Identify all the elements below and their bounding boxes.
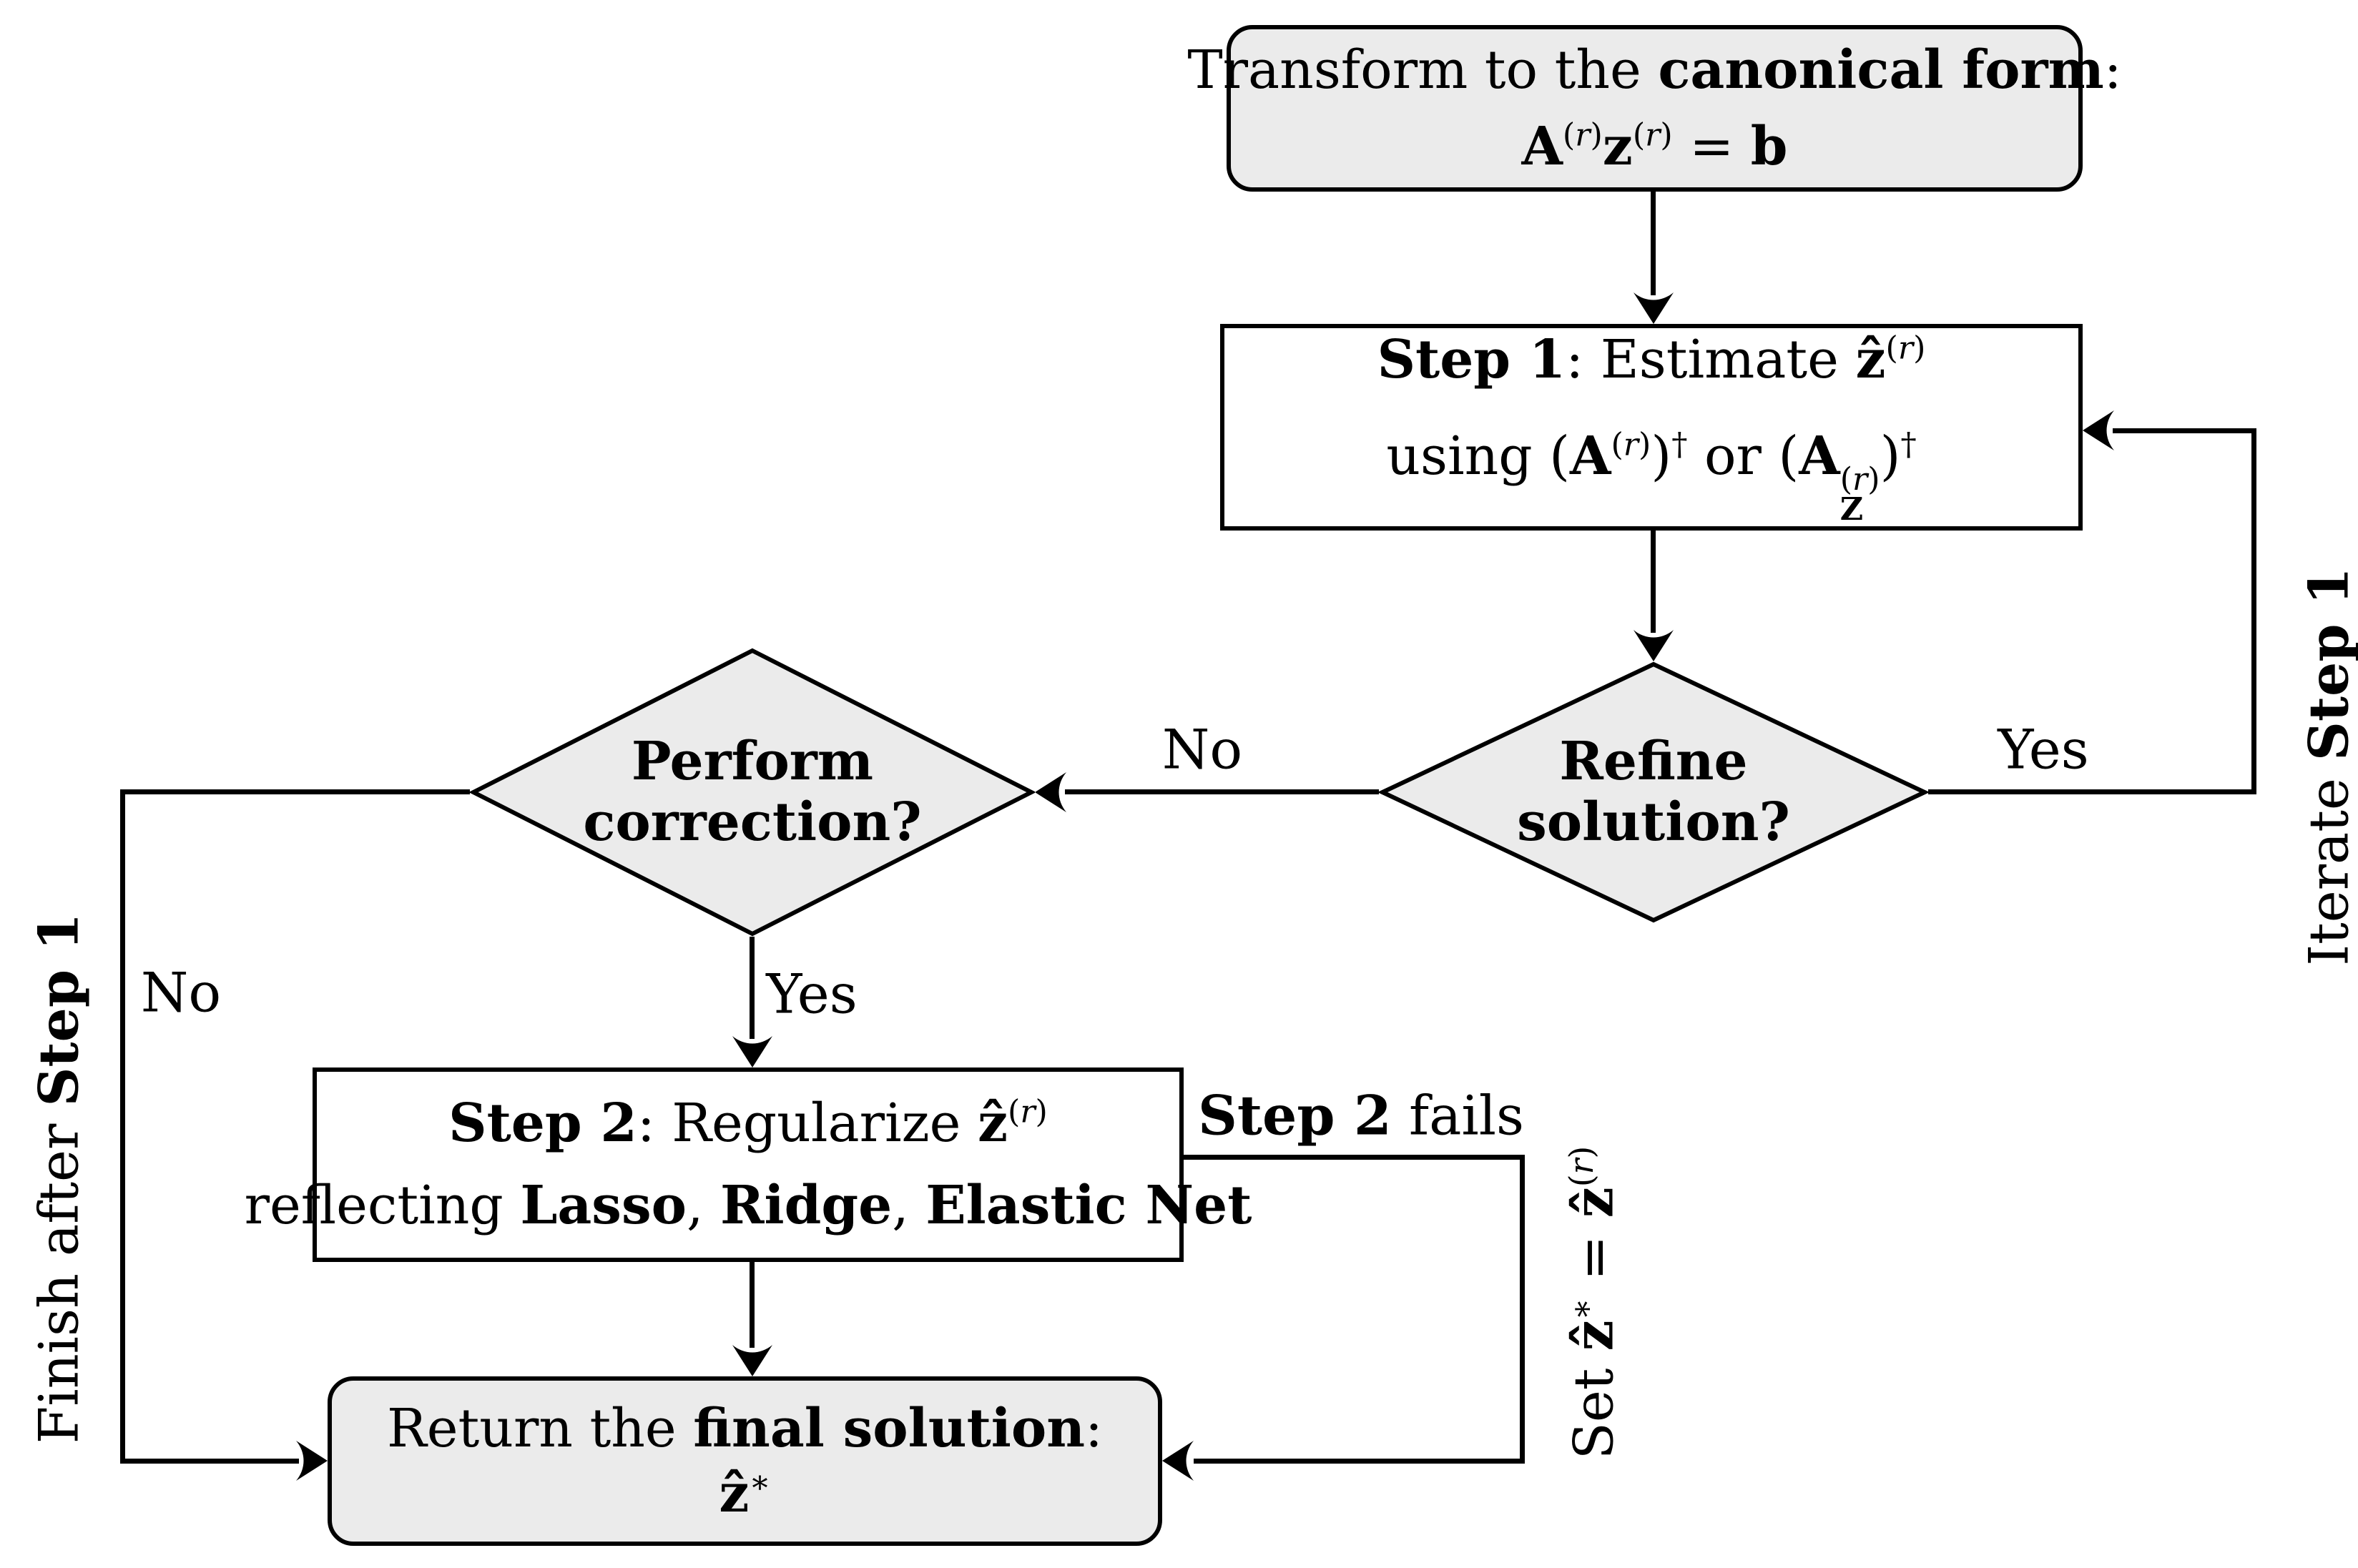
arrowhead-into-final-right [1162,1441,1194,1481]
arrowhead-into-step2-top [732,1036,772,1067]
diamond-refine-polygon [1379,661,1928,923]
arrowhead-into-refine-top [1634,630,1674,661]
connector-correction-yes [750,937,755,1039]
label-correction-no: No [140,960,222,1025]
connector-correction-no-h [120,789,470,794]
label-iterate-step1: Iterate Step 1 [2296,567,2358,966]
node-step2-line2: reflecting Lasso, Ridge, Elastic Net [244,1175,1252,1236]
diamond-refine-shape [1379,661,1928,923]
node-step2-line1: Step 2: Regularize ẑ(r) [448,1093,1048,1155]
arrowhead-into-final-top [732,1345,772,1376]
connector-step2-fails-h1 [1184,1155,1525,1160]
connector-refine-no [1065,789,1379,794]
connector-iterate-h [2113,428,2256,433]
diamond-refine-text: Refine solution? [1379,661,1928,923]
connector-step2-fails-v [1520,1155,1525,1464]
refine-line1: Refine [1559,730,1748,792]
connector-step2-to-final [750,1262,755,1348]
node-step1: Step 1: Estimate ẑ(r) using (A(r))† or (… [1220,324,2083,531]
connector-step1-to-refine [1651,531,1656,633]
node-canonical-line1: Transform to the canonical form: [1187,39,2122,101]
arrowhead-into-step1-right [2083,410,2114,450]
correction-line1: Perform [631,730,874,792]
node-step1-line1: Step 1: Estimate ẑ(r) [1377,329,1926,391]
node-final-solution: Return the final solution: ẑ∗ [328,1376,1162,1546]
label-refine-yes: Yes [1998,717,2089,781]
label-refine-no: No [1161,717,1243,781]
diamond-correction-shape [470,648,1035,937]
diamond-correction-text: Perform correction? [470,648,1035,937]
node-step1-line2: using (A(r))† or (A(r)Z)† [1386,425,1917,528]
label-correction-yes: Yes [766,962,858,1026]
label-set-final-estimate: Set ẑ∗ = ẑ(r) [1561,1145,1626,1460]
node-canonical-line2: A(r)z(r) = b [1521,115,1788,177]
label-finish-after-step1: Finish after Step 1 [26,912,91,1444]
refine-line2: solution? [1517,792,1790,853]
arrowhead-into-correction-right [1035,772,1066,812]
node-final-line2: ẑ∗ [719,1462,771,1524]
arrowhead-into-step1-top [1634,292,1674,324]
connector-step2-fails-h2 [1194,1459,1525,1464]
connector-finish-v [120,789,125,1464]
node-step2: Step 2: Regularize ẑ(r) reflecting Lasso… [245,1067,1252,1262]
node-final-line1: Return the final solution: [387,1397,1103,1459]
connector-refine-yes-h [1928,789,2256,794]
diamond-correction-polygon [470,648,1035,937]
arrowhead-into-final-left [296,1441,328,1481]
label-step2-fails: Step 2 fails [1197,1083,1525,1148]
connector-finish-h [120,1459,299,1464]
correction-line2: correction? [583,792,922,853]
connector-iterate-v [2251,428,2256,794]
node-canonical-form: Transform to the canonical form: A(r)z(r… [1187,25,2122,192]
connector-canonical-to-step1 [1651,192,1656,295]
